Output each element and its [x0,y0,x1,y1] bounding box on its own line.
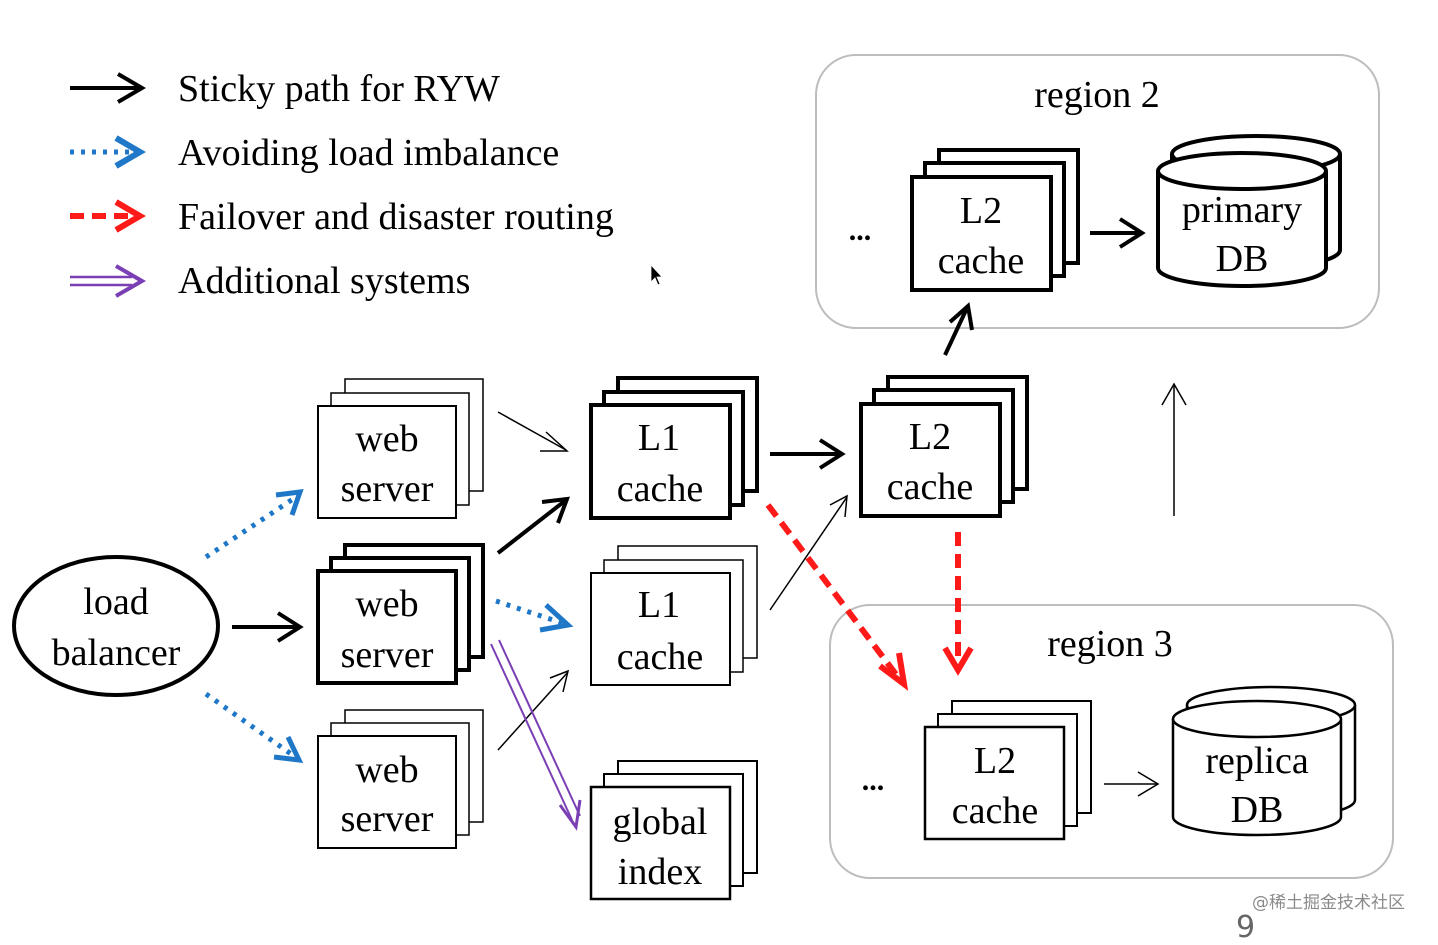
load-balancer: load balancer [12,555,220,697]
legend-sticky-arrow [70,72,146,104]
legend-additional-label: Additional systems [178,260,470,302]
arrow-web-middle-to-l1-top [496,496,571,555]
l1-cache-bottom-line1: L1 [638,584,680,626]
l2-cache-region-2-line1: L2 [960,190,1002,232]
legend: Sticky path for RYW Avoiding load imbala… [70,68,614,302]
region-2-container: region 2 ... [815,54,1380,329]
replica-db-line2: DB [1231,789,1284,831]
arrow-lb-to-web-top [204,489,304,560]
web-server-middle: web server [316,543,485,685]
arrow-l1-top-to-l2-region3 [765,503,909,691]
region-3-container: region 3 ... [829,604,1394,879]
load-balancer-line1: load [83,581,148,623]
arrow-l1-bottom-to-l2-middle [769,494,848,611]
l2-cache-middle: L2 cache [859,375,1029,518]
arrow-l2-middle-to-region3 [942,532,974,676]
global-index-line1: global [613,801,708,843]
web-server-bottom-line1: web [355,749,418,791]
replica-db-line1: replica [1205,740,1309,782]
legend-avoid-label: Avoiding load imbalance [178,132,559,174]
primary-db-line2: DB [1216,238,1269,280]
global-index-line2: index [618,851,702,893]
l2-cache-middle-line1: L2 [909,416,951,458]
legend-failover-label: Failover and disaster routing [178,196,614,238]
region-3-ellipsis: ... [862,764,885,797]
l2-cache-region-3: L2 cache [923,700,1092,841]
load-balancer-line2: balancer [52,632,181,674]
web-server-top: web server [317,378,484,519]
primary-db: primary DB [1156,134,1342,288]
arrow-lb-to-web-bottom [204,691,304,764]
arrow-lb-to-web-middle [232,611,304,643]
mouse-cursor-icon [650,263,663,286]
web-server-middle-line1: web [355,583,418,625]
arrow-l2-middle-to-l2-region2 [943,302,974,356]
l1-cache-top: L1 cache [589,376,759,520]
arrow-l2-region2-to-primary-db [1090,217,1146,249]
global-index: global index [589,760,758,901]
web-server-top-line1: web [355,418,418,460]
legend-additional-arrow [70,264,147,298]
l1-cache-bottom: L1 cache [590,545,758,686]
l1-cache-top-line2: cache [617,468,703,510]
web-server-top-line2: server [341,468,434,510]
primary-db-line1: primary [1182,189,1302,231]
region-2-label: region 2 [1034,74,1160,116]
l1-cache-top-line1: L1 [638,417,680,459]
arrow-web-bottom-to-l1-bottom [497,669,570,751]
watermark: @稀土掘金技术社区 [1252,893,1405,913]
l1-cache-bottom-line2: cache [617,636,703,678]
web-server-bottom-line2: server [341,798,434,840]
arrow-web-middle-to-l1-bottom [495,598,574,633]
legend-failover-arrow [70,199,146,233]
arrow-region3-to-region2 [1161,382,1187,516]
l2-cache-region-2-line2: cache [938,240,1024,282]
arrow-l1-top-to-l2-middle [770,438,846,470]
web-server-middle-line2: server [341,634,434,676]
legend-sticky-label: Sticky path for RYW [178,68,500,110]
l2-cache-middle-line2: cache [887,466,973,508]
replica-db: replica DB [1171,685,1357,837]
l2-cache-region-3-line1: L2 [974,740,1016,782]
legend-avoid-arrow [70,135,146,169]
l2-cache-region-3-line2: cache [952,790,1038,832]
page-number: 9 [1236,910,1256,945]
arrow-l2-region3-to-replica-db [1104,771,1160,797]
region-3-label: region 3 [1047,623,1173,665]
web-server-bottom: web server [317,709,484,849]
arrow-web-middle-to-global-index [490,639,582,831]
arrow-web-top-to-l1-top [497,411,569,452]
l2-cache-region-2: L2 cache [910,148,1080,292]
region-2-ellipsis: ... [849,214,872,247]
